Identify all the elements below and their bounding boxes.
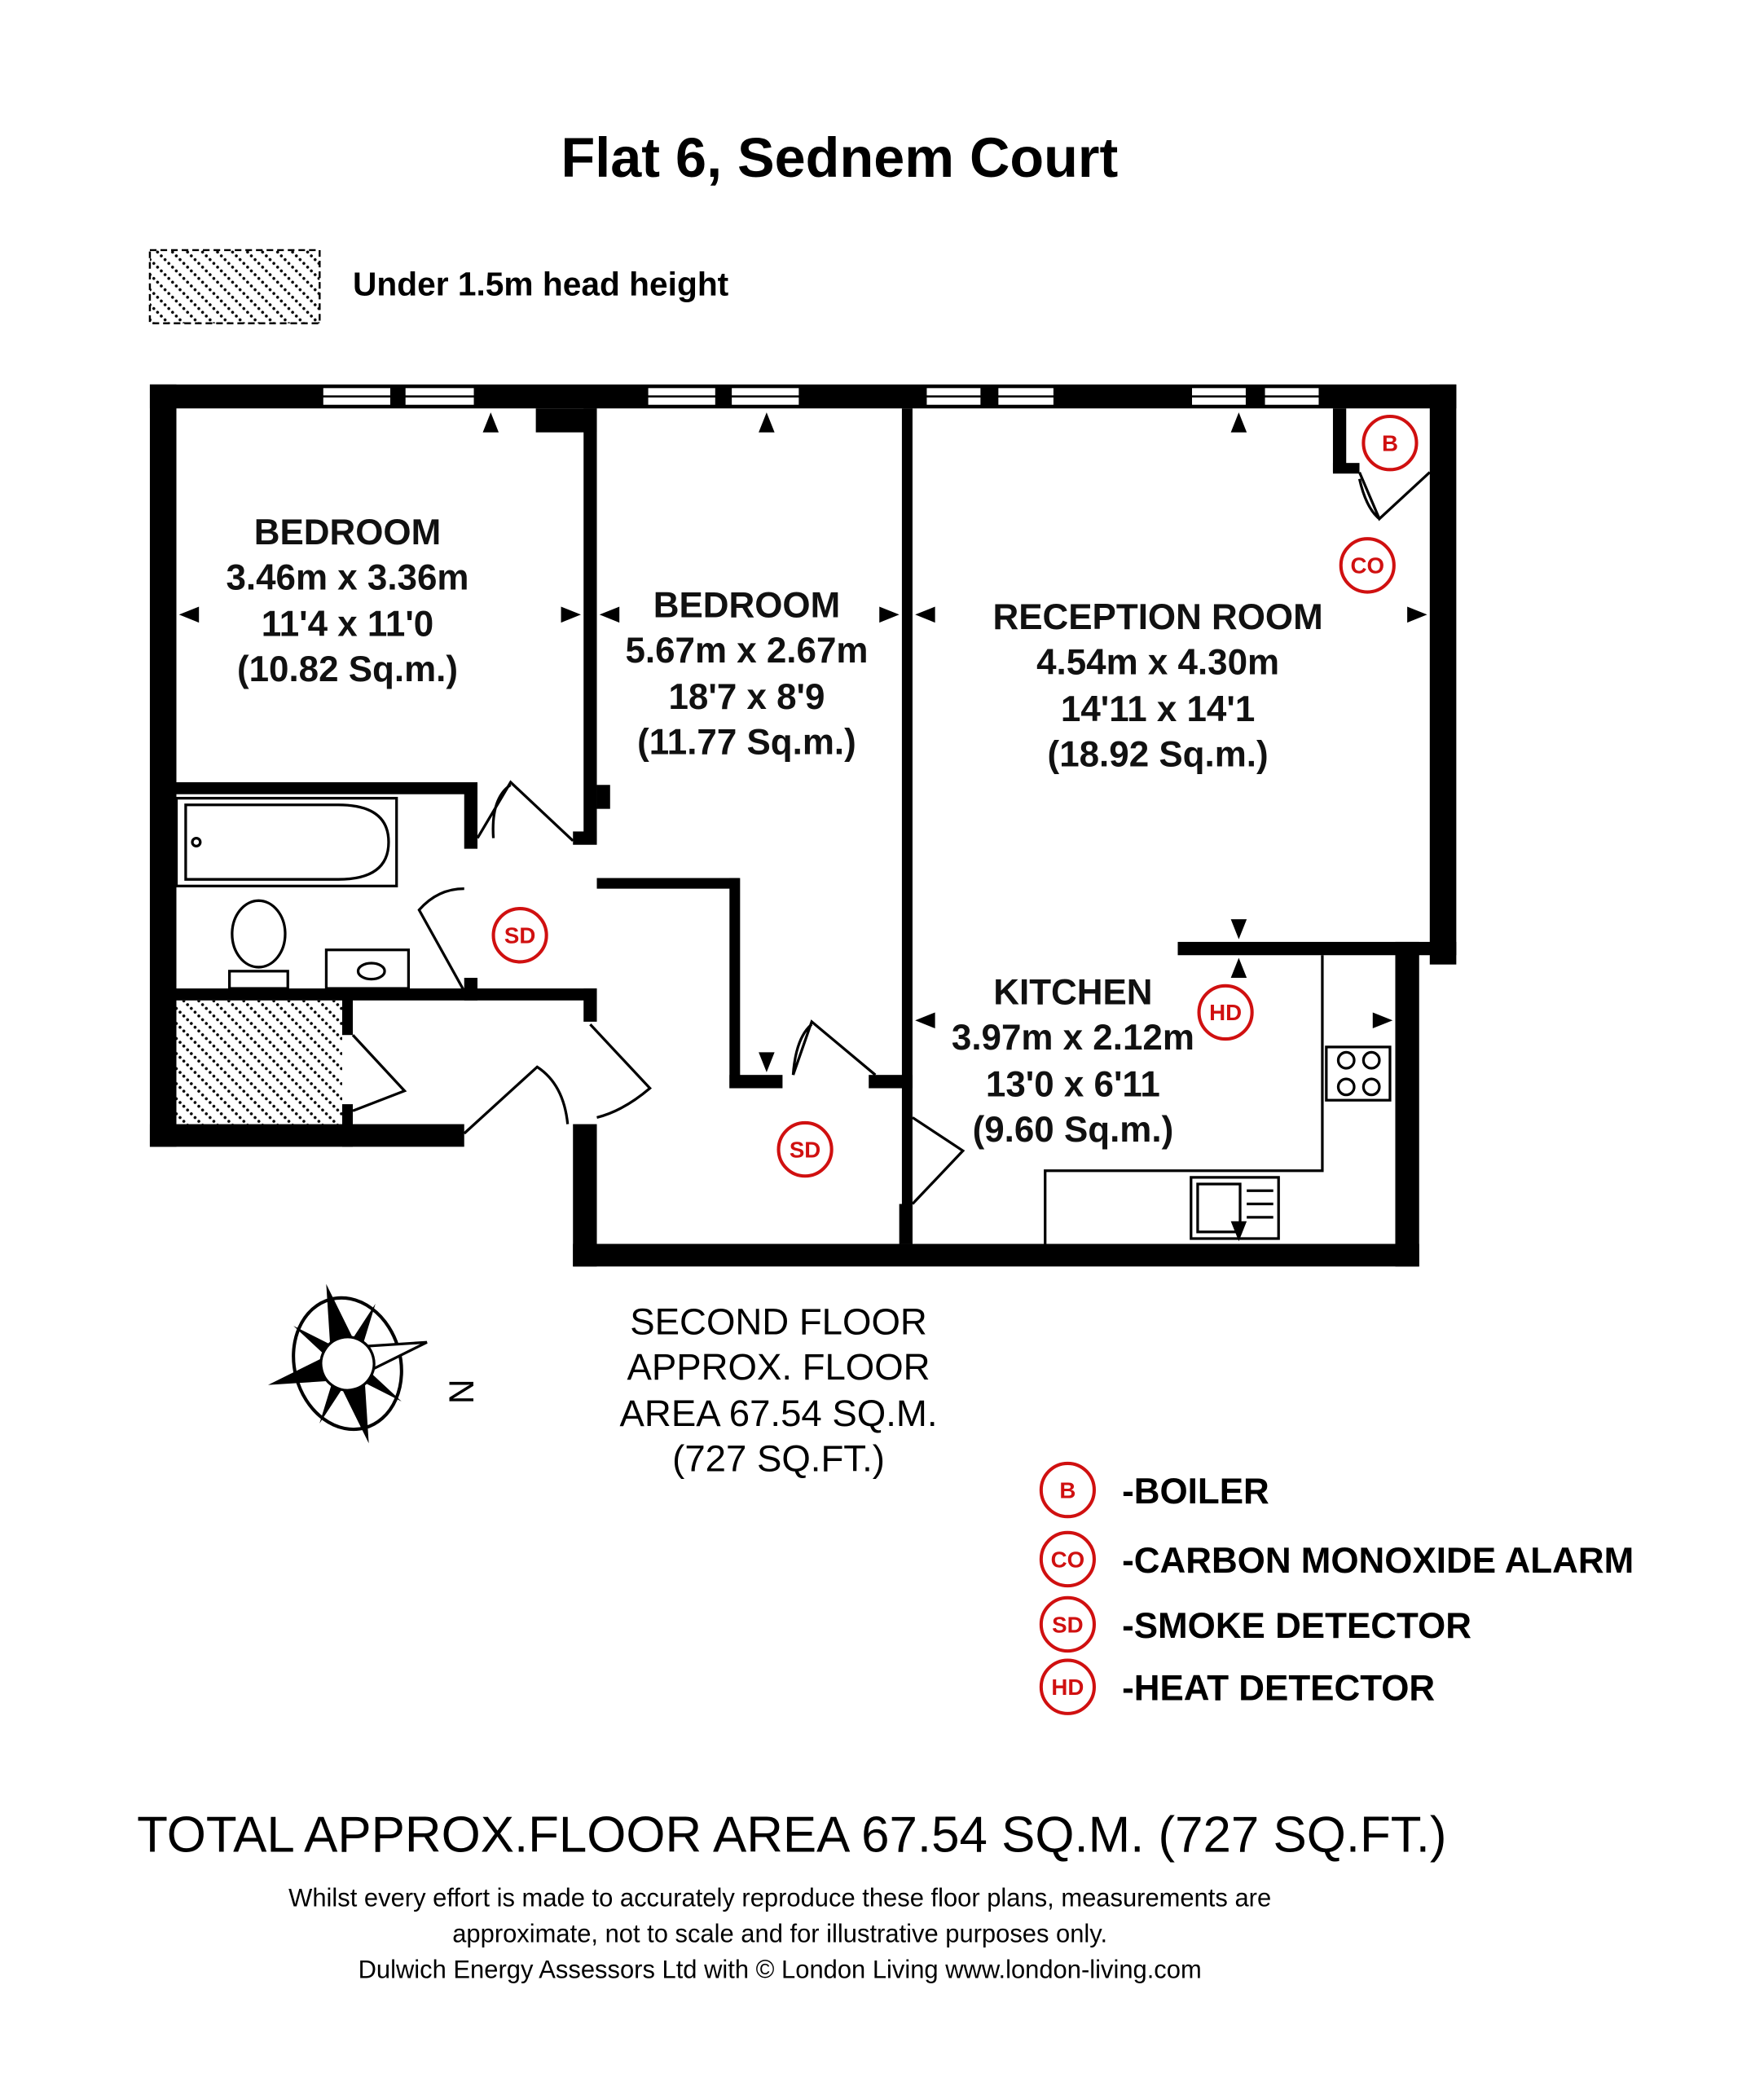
svg-text:(9.60 Sq.m.): (9.60 Sq.m.) bbox=[973, 1110, 1174, 1150]
svg-text:B: B bbox=[1059, 1477, 1076, 1503]
svg-text:HD: HD bbox=[1051, 1675, 1084, 1700]
legend-item-co: CO -CARBON MONOXIDE ALARM bbox=[1039, 1530, 1634, 1588]
windows bbox=[321, 385, 1321, 407]
svg-text:B: B bbox=[1382, 430, 1398, 455]
room-kitchen: KITCHEN 3.97m x 2.12m 13'0 x 6'11 (9.60 … bbox=[952, 973, 1194, 1150]
bathroom-fixtures bbox=[174, 796, 410, 990]
svg-text:approximate, not to scale and: approximate, not to scale and for illust… bbox=[452, 1920, 1107, 1948]
svg-text:3.46m x 3.36m: 3.46m x 3.36m bbox=[226, 557, 468, 597]
svg-text:AREA 67.54 SQ.M.: AREA 67.54 SQ.M. bbox=[620, 1393, 938, 1434]
svg-text:SECOND FLOOR: SECOND FLOOR bbox=[630, 1300, 927, 1342]
heat-detector-symbol: HD bbox=[1197, 984, 1254, 1041]
svg-text:BEDROOM: BEDROOM bbox=[254, 513, 441, 552]
boiler-symbol: B bbox=[1361, 414, 1419, 472]
legend-item-hd: HD -HEAT DETECTOR bbox=[1039, 1658, 1435, 1715]
smoke-detector-symbol: SD bbox=[491, 907, 548, 964]
svg-text:13'0 x 6'11: 13'0 x 6'11 bbox=[986, 1064, 1160, 1104]
kitchen-fixtures bbox=[1044, 955, 1392, 1244]
svg-text:(10.82 Sq.m.): (10.82 Sq.m.) bbox=[237, 649, 458, 689]
key-hatch-label: Under 1.5m head height bbox=[353, 265, 729, 302]
room-bedroom-1: BEDROOM 3.46m x 3.36m 11'4 x 11'0 (10.82… bbox=[226, 513, 468, 689]
legend-item-sd: SD -SMOKE DETECTOR bbox=[1039, 1595, 1471, 1653]
page-title: Flat 6, Sednem Court bbox=[561, 126, 1119, 189]
legend: B -BOILER CO -CARBON MONOXIDE ALARM SD -SMO… bbox=[1039, 1461, 1634, 1715]
svg-text:RECEPTION ROOM: RECEPTION ROOM bbox=[992, 597, 1322, 637]
compass-icon bbox=[268, 1283, 428, 1444]
svg-text:14'11 x 14'1: 14'11 x 14'1 bbox=[1061, 689, 1255, 729]
smoke-detector-symbol: SD bbox=[776, 1120, 834, 1178]
svg-text:(727 SQ.FT.): (727 SQ.FT.) bbox=[672, 1438, 885, 1480]
doors bbox=[351, 471, 1431, 1205]
svg-text:Dulwich Energy Assessors Ltd w: Dulwich Energy Assessors Ltd with © Lond… bbox=[359, 1956, 1202, 1984]
legend-item-boiler: B -BOILER bbox=[1039, 1461, 1269, 1519]
svg-text:3.97m x 2.12m: 3.97m x 2.12m bbox=[952, 1018, 1194, 1058]
compass-north-label: N bbox=[442, 1379, 481, 1404]
svg-text:BEDROOM: BEDROOM bbox=[653, 585, 840, 625]
floor-area-summary: SECOND FLOOR APPROX. FLOOR AREA 67.54 SQ… bbox=[620, 1300, 938, 1479]
svg-text:KITCHEN: KITCHEN bbox=[993, 973, 1152, 1013]
disclaimer: Whilst every effort is made to accuratel… bbox=[288, 1884, 1271, 1984]
svg-text:SD: SD bbox=[790, 1137, 820, 1162]
svg-text:CO: CO bbox=[1351, 553, 1385, 579]
svg-text:18'7 x 8'9: 18'7 x 8'9 bbox=[669, 677, 825, 717]
low-headroom-area bbox=[176, 1000, 342, 1124]
key-hatch-swatch bbox=[148, 249, 321, 324]
svg-text:(11.77 Sq.m.): (11.77 Sq.m.) bbox=[637, 723, 856, 763]
svg-text:CO: CO bbox=[1051, 1547, 1085, 1572]
svg-text:-SMOKE DETECTOR: -SMOKE DETECTOR bbox=[1122, 1606, 1471, 1646]
room-reception: RECEPTION ROOM 4.54m x 4.30m 14'11 x 14'… bbox=[992, 597, 1322, 774]
room-bedroom-2: BEDROOM 5.67m x 2.67m 18'7 x 8'9 (11.77 … bbox=[625, 585, 868, 762]
svg-text:-CARBON MONOXIDE ALARM: -CARBON MONOXIDE ALARM bbox=[1122, 1541, 1634, 1581]
svg-text:HD: HD bbox=[1209, 1000, 1242, 1025]
dimension-arrows bbox=[178, 412, 1427, 1242]
svg-text:(18.92 Sq.m.): (18.92 Sq.m.) bbox=[1048, 734, 1269, 774]
svg-text:-BOILER: -BOILER bbox=[1122, 1472, 1269, 1512]
svg-text:SD: SD bbox=[504, 923, 535, 948]
svg-text:-HEAT DETECTOR: -HEAT DETECTOR bbox=[1122, 1668, 1435, 1708]
svg-text:5.67m x 2.67m: 5.67m x 2.67m bbox=[625, 631, 868, 671]
svg-text:SD: SD bbox=[1052, 1612, 1083, 1637]
svg-text:4.54m x 4.30m: 4.54m x 4.30m bbox=[1036, 643, 1279, 683]
svg-text:APPROX. FLOOR: APPROX. FLOOR bbox=[627, 1346, 930, 1388]
svg-text:11'4 x 11'0: 11'4 x 11'0 bbox=[262, 604, 434, 644]
total-floor-area: TOTAL APPROX.FLOOR AREA 67.54 SQ.M. (727… bbox=[137, 1807, 1446, 1864]
co-alarm-symbol: CO bbox=[1339, 537, 1396, 594]
svg-text:Whilst every effort is made to: Whilst every effort is made to accuratel… bbox=[288, 1884, 1271, 1912]
